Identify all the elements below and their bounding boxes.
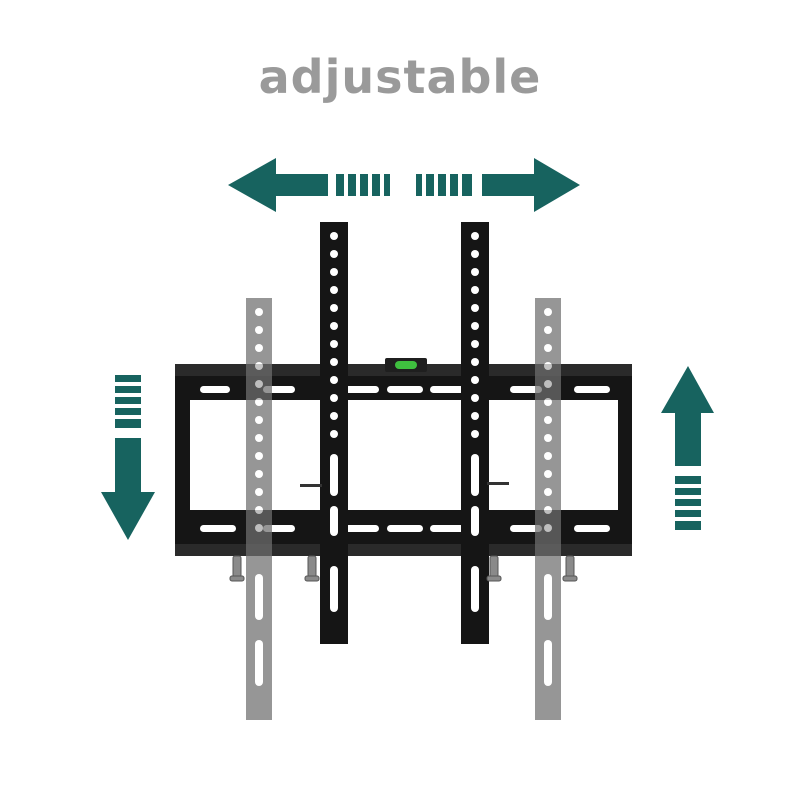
up-arrow-icon (661, 366, 714, 530)
horizontal-arrow-icon (228, 158, 580, 212)
spirit-level-icon (385, 358, 427, 372)
right-outer-arm-ghost (535, 298, 561, 720)
wall-plate-frame (175, 364, 632, 556)
safety-screws (229, 555, 578, 582)
headline: adjustable (258, 50, 542, 104)
down-arrow-icon (101, 375, 155, 540)
right-inner-arm (461, 222, 509, 644)
left-inner-arm (300, 222, 348, 644)
left-outer-arm-ghost (246, 298, 272, 720)
